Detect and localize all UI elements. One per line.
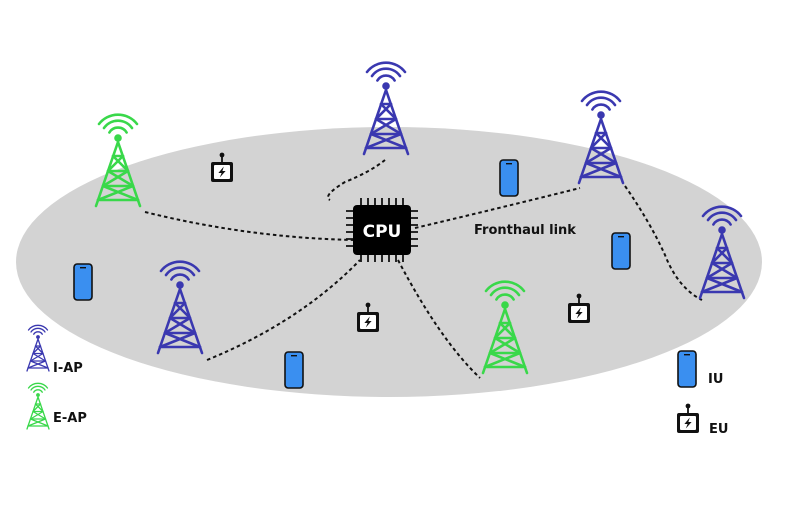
fronthaul-link (624, 185, 703, 301)
fronthaul-link-label: Fronthaul link (474, 223, 576, 238)
legend-iap: I-AP (26, 324, 83, 376)
fronthaul-link (397, 259, 481, 379)
fronthaul-links (144, 159, 703, 379)
smartphone-icon (284, 351, 304, 389)
legend-eap-label: E-AP (53, 411, 87, 426)
cpu-chip-icon (346, 198, 418, 262)
fronthaul-link (414, 187, 581, 229)
legend-eu: EU (676, 402, 728, 437)
legend-iu: IU (677, 350, 723, 388)
eu-legend-icon (676, 402, 700, 434)
fronthaul-link (144, 211, 356, 241)
iap-legend-icon (26, 324, 50, 372)
legend-iap-label: I-AP (53, 361, 83, 376)
fronthaul-link (206, 259, 361, 361)
eap-legend-icon (26, 382, 50, 430)
legend-iu-label: IU (708, 372, 723, 387)
legend-eu-label: EU (709, 422, 728, 437)
cpu-label: CPU (363, 222, 402, 242)
smartphone-icon (73, 263, 93, 301)
legend-eap: E-AP (26, 382, 87, 430)
smartphone-icon (499, 159, 519, 197)
smartphone-icon (611, 232, 631, 270)
iu-legend-icon (677, 350, 697, 388)
fronthaul-link (326, 159, 386, 201)
